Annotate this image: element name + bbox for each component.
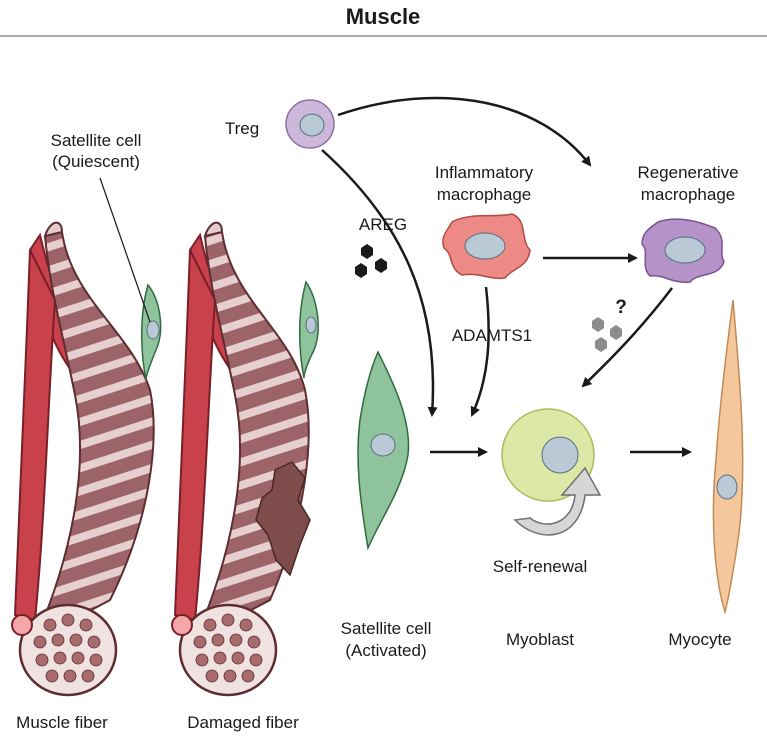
myoblast-cell xyxy=(501,408,595,502)
label-self-renewal: Self-renewal xyxy=(493,557,588,576)
label-regenerative-macrophage: macrophage xyxy=(641,185,736,204)
treg-cell xyxy=(285,99,335,149)
arrow-treg-to-regenerative xyxy=(337,96,592,167)
pathway-arrows xyxy=(321,96,692,457)
label-satellite-activated-state: (Activated) xyxy=(345,641,426,660)
fiber-top-cap xyxy=(43,221,64,238)
blood-vessel-lower xyxy=(13,249,57,622)
self-renewal-arrow xyxy=(513,466,602,536)
label-satellite-quiescent-state: (Quiescent) xyxy=(52,152,140,171)
myocyte-cell xyxy=(712,299,744,615)
myocyte-nucleus xyxy=(716,474,738,500)
satellite-cell-pointer xyxy=(99,177,151,323)
arrow-treg-to-satellite xyxy=(321,149,438,417)
label-myocyte: Myocyte xyxy=(668,630,731,649)
page-title: Muscle xyxy=(346,4,421,29)
label-regenerative: Regenerative xyxy=(637,163,738,182)
label-myoblast: Myoblast xyxy=(506,630,574,649)
damaged-fiber-illustration xyxy=(171,221,319,697)
vessel-cross-section xyxy=(11,614,33,636)
regenerative-macrophage-cell xyxy=(641,218,725,283)
satellite-nucleus xyxy=(146,320,160,340)
damage-region xyxy=(255,461,311,577)
label-damaged-fiber: Damaged fiber xyxy=(187,713,299,732)
label-satellite-quiescent: Satellite cell xyxy=(51,131,142,150)
label-satellite-activated: Satellite cell xyxy=(341,619,432,638)
areg-molecules xyxy=(355,244,387,278)
vessel-cross-section xyxy=(171,614,193,636)
label-treg: Treg xyxy=(225,119,259,138)
label-adamts1: ADAMTS1 xyxy=(452,326,532,345)
inflammatory-macrophage-cell xyxy=(442,213,531,280)
inflammatory-nucleus xyxy=(464,232,506,260)
myofibril-dots xyxy=(193,613,263,683)
fiber-top-cap xyxy=(203,221,224,238)
label-question: ? xyxy=(615,297,627,318)
blood-vessel-lower xyxy=(173,249,217,622)
label-muscle-fiber: Muscle fiber xyxy=(16,713,108,732)
muscle-fiber-illustration xyxy=(11,221,162,697)
myoblast-nucleus xyxy=(541,436,579,474)
arrow-inflammatory-to-myoblast xyxy=(470,286,490,417)
myofibril-dots xyxy=(33,613,103,683)
label-inflammatory: Inflammatory xyxy=(435,163,534,182)
fiber-body xyxy=(32,230,155,643)
arrow-regenerative-to-myoblast xyxy=(581,287,673,388)
satellite-nucleus xyxy=(305,316,317,334)
satellite-cell-activated xyxy=(357,350,410,551)
label-inflammatory-macrophage: macrophage xyxy=(437,185,532,204)
unknown-factor-molecules xyxy=(592,317,622,352)
regenerative-nucleus xyxy=(664,236,706,264)
activated-satellite-nucleus xyxy=(370,433,396,457)
label-areg: AREG xyxy=(359,215,407,234)
treg-nucleus xyxy=(299,113,325,137)
